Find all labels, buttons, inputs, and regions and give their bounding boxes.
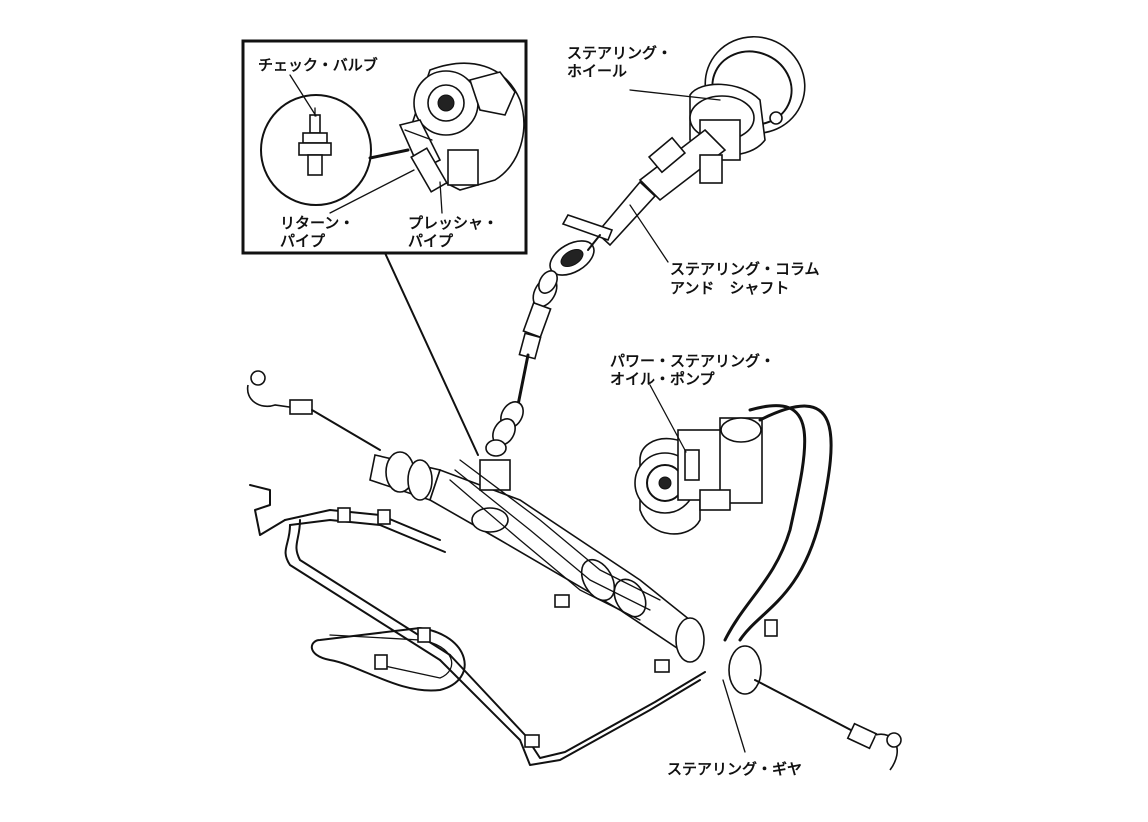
- pipe-routing-icon: [249, 459, 778, 766]
- label-pressure-pipe-line2: パイプ: [408, 232, 454, 250]
- column-leader: [629, 204, 669, 263]
- label-oil-pump-line2: オイル・ポンプ: [610, 370, 715, 388]
- label-column-shaft-line1: ステアリング・コラム: [670, 260, 820, 278]
- left-tie-rod-icon: [246, 370, 381, 451]
- check-valve-icon: [298, 107, 332, 176]
- label-column-shaft-line2: アンド シャフト: [670, 279, 790, 297]
- gear-leader: [722, 679, 746, 753]
- detail-inset: [241, 39, 528, 255]
- label-pressure-pipe-line1: プレッシャ・: [408, 214, 499, 232]
- oil-pump-icon: [634, 384, 833, 642]
- steering-column-icon: [485, 128, 727, 457]
- label-return-pipe-line2: パイプ: [280, 232, 326, 250]
- return-pipe-leader: [329, 169, 415, 214]
- wheel-leader: [629, 89, 721, 101]
- pump-leader: [649, 384, 687, 453]
- label-oil-pump-line1: パワー・ステアリング・: [610, 352, 776, 370]
- pressure-pipe-leader: [439, 181, 443, 214]
- check-valve-magnifier: [260, 94, 372, 206]
- inset-pump-icon: [398, 62, 525, 193]
- steering-rack-icon: [369, 451, 902, 771]
- label-check-valve: チェック・バルブ: [258, 56, 378, 74]
- check-valve-leader: [289, 74, 317, 117]
- label-steering-gear: ステアリング・ギヤ: [667, 760, 803, 778]
- label-steering-wheel-line1: ステアリング・: [567, 44, 673, 62]
- label-return-pipe-line1: リターン・: [280, 214, 355, 232]
- label-steering-wheel-line2: ホイール: [567, 62, 628, 80]
- inset-pointer-line: [384, 252, 479, 456]
